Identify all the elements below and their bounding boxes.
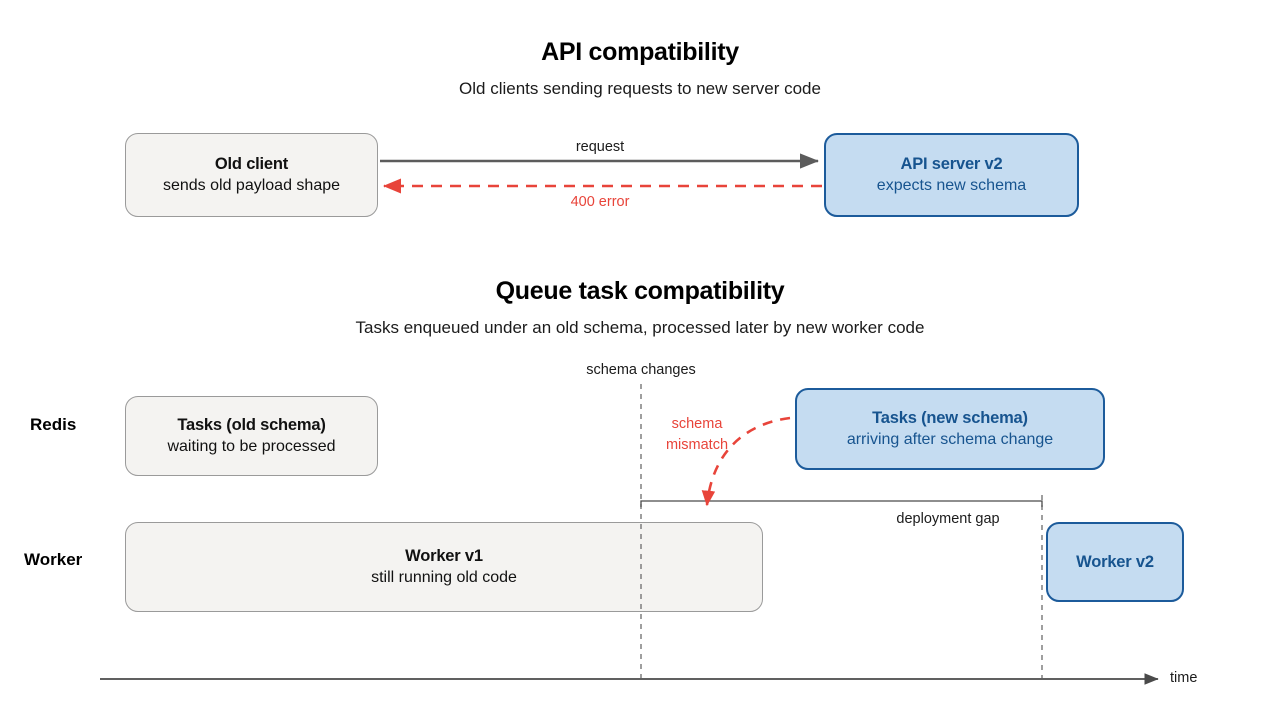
annotation-schema-mismatch-line2: mismatch: [665, 437, 729, 454]
node-tasks-new-schema-title: Tasks (new schema): [872, 409, 1028, 428]
node-old-client-title: Old client: [214, 155, 289, 174]
node-worker-v1-title: Worker v1: [405, 547, 483, 566]
annotation-schema-changes: schema changes: [586, 362, 696, 378]
node-tasks-old-schema-title: Tasks (old schema): [177, 416, 326, 435]
annotation-schema-mismatch-line1: schema: [671, 416, 723, 432]
node-api-server-v2-title: API server v2: [900, 155, 1003, 174]
annotation-deployment-gap: deployment gap: [896, 511, 1000, 527]
node-old-client-subtitle: sends old payload shape: [162, 177, 341, 195]
node-worker-v2[interactable]: Worker v2: [1046, 522, 1184, 602]
queue-section-title: Queue task compatibility: [495, 277, 785, 305]
axis-label-time: time: [1170, 670, 1198, 686]
annotation-schema-mismatch: schema mismatch: [633, 414, 761, 456]
node-api-server-v2-subtitle: expects new schema: [876, 177, 1027, 195]
node-worker-v2-title: Worker v2: [1076, 552, 1154, 571]
node-tasks-new-schema[interactable]: Tasks (new schema) arriving after schema…: [795, 388, 1105, 470]
node-old-client[interactable]: Old client sends old payload shape: [125, 133, 378, 217]
node-worker-v1[interactable]: Worker v1 still running old code: [125, 522, 763, 612]
node-api-server-v2[interactable]: API server v2 expects new schema: [824, 133, 1079, 217]
node-tasks-new-schema-subtitle: arriving after schema change: [846, 431, 1054, 449]
queue-section-subtitle: Tasks enqueued under an old schema, proc…: [355, 318, 925, 337]
edge-label-request: request: [575, 139, 625, 155]
row-label-worker: Worker: [24, 550, 83, 569]
bracket-deployment-gap: [640, 500, 1043, 507]
api-section-subtitle: Old clients sending requests to new serv…: [459, 79, 821, 98]
edge-label-400-error: 400 error: [570, 194, 630, 210]
api-section-title: API compatibility: [541, 38, 739, 66]
row-label-redis: Redis: [30, 415, 77, 434]
node-worker-v1-subtitle: still running old code: [371, 569, 517, 587]
node-tasks-old-schema-subtitle: waiting to be processed: [167, 438, 336, 456]
node-tasks-old-schema[interactable]: Tasks (old schema) waiting to be process…: [125, 396, 378, 476]
